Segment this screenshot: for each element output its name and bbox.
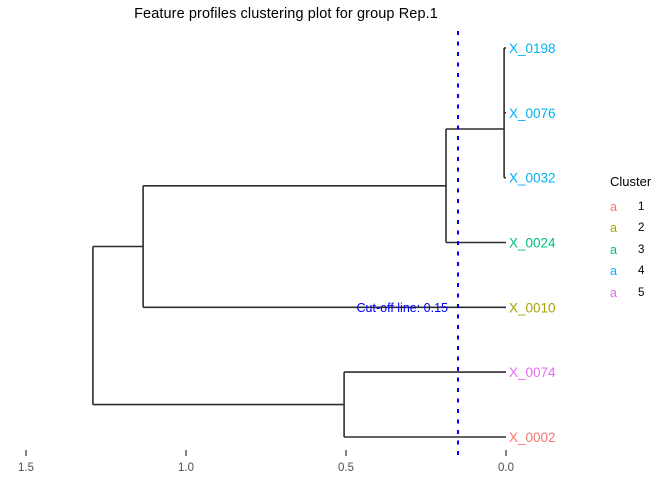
- chart-title: Feature profiles clustering plot for gro…: [134, 6, 438, 22]
- leaf-label-X_0032: X_0032: [509, 171, 556, 186]
- leaf-label-X_0010: X_0010: [509, 300, 556, 315]
- axis-tick-label: 0.0: [498, 462, 514, 474]
- legend-key-glyph: a: [610, 199, 617, 214]
- legend-item-label: 4: [638, 265, 645, 278]
- axis-tick-label: 0.5: [338, 462, 354, 474]
- legend-item-label: 2: [638, 222, 645, 235]
- leaf-label-X_0002: X_0002: [509, 430, 556, 445]
- leaf-label-X_0024: X_0024: [509, 235, 556, 250]
- leaf-label-X_0074: X_0074: [509, 365, 556, 380]
- legend-title: Cluster: [610, 174, 652, 189]
- legend-key-glyph: a: [610, 221, 617, 236]
- legend-item-label: 3: [638, 243, 645, 256]
- leaf-label-X_0076: X_0076: [509, 106, 556, 121]
- axis-tick-label: 1.5: [18, 462, 34, 474]
- axis-tick-label: 1.0: [178, 462, 194, 474]
- cutoff-label: Cut-off line: 0.15: [357, 301, 449, 315]
- legend-key-glyph: a: [610, 242, 617, 257]
- legend-key-glyph: a: [610, 285, 617, 300]
- legend-key-glyph: a: [610, 264, 617, 279]
- legend-item-label: 5: [638, 286, 645, 299]
- legend-item-label: 1: [638, 200, 645, 213]
- leaf-label-X_0198: X_0198: [509, 41, 556, 56]
